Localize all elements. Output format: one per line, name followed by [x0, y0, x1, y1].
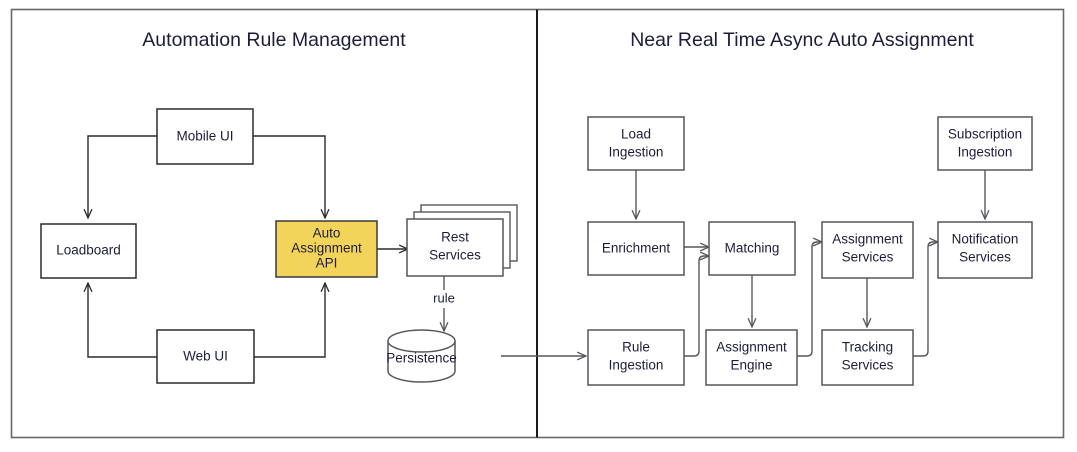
node-enrichment[interactable]: Enrichment — [587, 221, 685, 276]
node-matching[interactable]: Matching — [708, 221, 796, 276]
edge-label-backdrop-rule — [425, 290, 463, 308]
node-label-auto-assignment-api-line1: Auto — [313, 226, 341, 241]
rest-services-stack-layer-front — [406, 218, 504, 277]
node-label-subscription-ingestion-line1: Subscription — [948, 127, 1022, 142]
node-rest-services[interactable]: Rest Services — [406, 204, 518, 277]
node-label-assignment-engine-line2: Engine — [730, 358, 772, 373]
node-label-auto-assignment-api-line3: API — [316, 256, 338, 271]
connector-tracking-services-to-notification-services — [913, 242, 938, 357]
node-label-rest-services-line1: Rest — [441, 230, 469, 245]
node-auto-assignment-api[interactable]: Auto Assignment API — [275, 220, 378, 278]
node-label-rest-services-line2: Services — [429, 248, 481, 263]
node-label-tracking-services-line2: Services — [842, 358, 894, 373]
node-mobile-ui[interactable]: Mobile UI — [156, 108, 254, 165]
node-label-matching: Matching — [725, 241, 780, 256]
node-label-mobile-ui: Mobile UI — [176, 129, 233, 144]
node-label-load-ingestion-line2: Ingestion — [609, 145, 664, 160]
panel-title-near-real-time-async-auto-assignment: Near Real Time Async Auto Assignment — [630, 29, 974, 51]
node-assignment-engine[interactable]: Assignment Engine — [705, 329, 798, 386]
node-loadboard[interactable]: Loadboard — [40, 223, 137, 279]
node-tracking-services[interactable]: Tracking Services — [821, 329, 914, 386]
node-load-ingestion[interactable]: Load Ingestion — [587, 116, 685, 171]
persistence-cylinder-top — [387, 329, 456, 353]
node-label-rule-ingestion-line1: Rule — [622, 340, 650, 355]
node-label-web-ui: Web UI — [183, 349, 228, 364]
node-rule-ingestion[interactable]: Rule Ingestion — [587, 329, 685, 386]
edge-label-rule: rule — [433, 290, 455, 305]
node-subscription-ingestion[interactable]: Subscription Ingestion — [937, 116, 1033, 171]
node-web-ui[interactable]: Web UI — [156, 329, 255, 384]
node-label-notification-services-line2: Services — [959, 250, 1011, 265]
node-label-enrichment: Enrichment — [602, 241, 671, 256]
node-label-assignment-services-line1: Assignment — [832, 232, 903, 247]
node-label-load-ingestion-line1: Load — [621, 127, 651, 142]
node-label-tracking-services-line1: Tracking — [842, 340, 893, 355]
node-notification-services[interactable]: Notification Services — [937, 221, 1033, 279]
panel-title-automation-rule-management: Automation Rule Management — [142, 29, 406, 51]
node-label-rule-ingestion-line2: Ingestion — [609, 358, 664, 373]
node-label-subscription-ingestion-line2: Ingestion — [958, 145, 1013, 160]
node-label-assignment-engine-line1: Assignment — [716, 340, 787, 355]
node-label-auto-assignment-api-line2: Assignment — [291, 241, 362, 256]
node-persistence[interactable]: Persistence — [386, 329, 457, 383]
connector-rule-ingestion-to-matching — [684, 256, 709, 357]
connector-mobile-ui-to-auto-assignment-api — [253, 135, 325, 218]
node-assignment-services[interactable]: Assignment Services — [821, 221, 914, 279]
connector-mobile-ui-to-loadboard — [88, 135, 157, 218]
node-label-notification-services-line1: Notification — [952, 232, 1019, 247]
connector-web-ui-to-loadboard — [88, 283, 157, 358]
node-label-assignment-services-line2: Services — [842, 250, 894, 265]
connector-web-ui-to-auto-assignment-api — [254, 283, 325, 358]
node-label-persistence: Persistence — [386, 351, 457, 366]
node-label-loadboard: Loadboard — [56, 243, 121, 258]
connector-assignment-engine-to-assignment-services — [797, 242, 822, 357]
